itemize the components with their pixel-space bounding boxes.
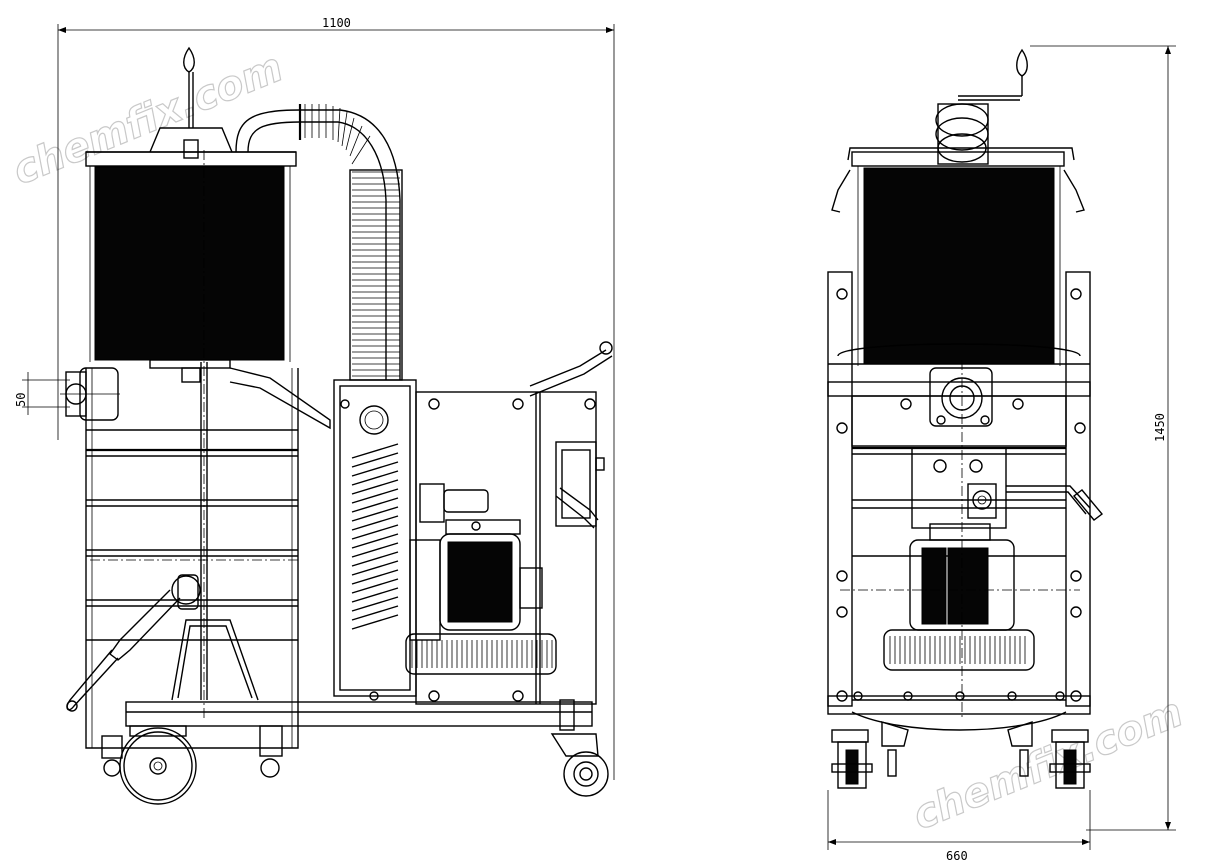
dimension-front-width: 660 bbox=[827, 790, 1091, 863]
dimension-side-width-label: 1100 bbox=[322, 16, 351, 30]
side-front-caster bbox=[550, 699, 609, 797]
side-caster-left bbox=[101, 735, 123, 777]
filter-cartridge bbox=[94, 166, 285, 361]
side-caster-mid bbox=[259, 725, 283, 778]
front-view: 1450 660 bbox=[827, 45, 1176, 863]
dimension-side-inlet: 50 bbox=[14, 372, 70, 415]
front-outlet-flange bbox=[900, 367, 1024, 427]
front-caster-inner-right bbox=[1007, 721, 1033, 777]
front-caster-inner-left bbox=[881, 721, 909, 777]
side-rear-wheel bbox=[119, 725, 197, 805]
front-hose-coil bbox=[935, 103, 989, 165]
watermark-bottom-right: chemfix.com bbox=[907, 689, 1190, 839]
front-caster-left bbox=[831, 729, 873, 789]
top-knob bbox=[183, 46, 195, 128]
front-filter-cartridge bbox=[863, 167, 1055, 365]
inlet-port bbox=[60, 367, 120, 421]
tilt-lever bbox=[66, 574, 201, 712]
flexible-hose bbox=[235, 104, 403, 381]
front-caster-right bbox=[1049, 729, 1091, 789]
dimension-front-width-label: 660 bbox=[946, 849, 968, 863]
side-view: 1100 50 bbox=[14, 16, 615, 805]
dimension-front-height: 1450 bbox=[1030, 45, 1176, 831]
dimension-side-inlet-label: 50 bbox=[14, 393, 28, 407]
blower-motor bbox=[405, 483, 557, 675]
front-motor bbox=[883, 523, 1035, 671]
collection-drum bbox=[85, 368, 299, 749]
dimension-side-width: 1100 bbox=[57, 16, 615, 780]
motor-housing bbox=[333, 379, 417, 701]
dimension-front-height-label: 1450 bbox=[1153, 413, 1167, 442]
